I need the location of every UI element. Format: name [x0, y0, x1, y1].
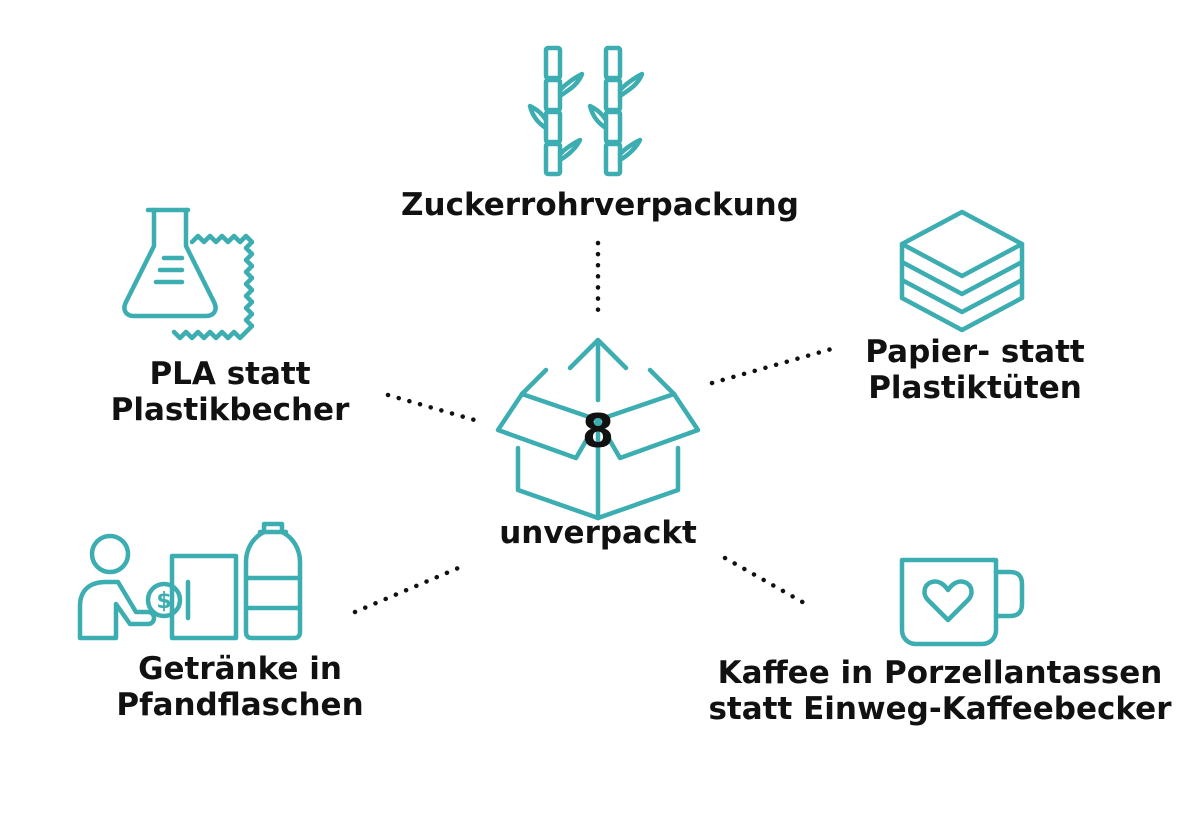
label-getraenke: Getränke in Pfandflaschen: [116, 651, 364, 723]
connector-top-right: [709, 345, 838, 386]
connector-bottom-right: [722, 555, 809, 607]
center-label: unverpackt: [499, 515, 697, 551]
heart-mug-icon: [898, 556, 1026, 647]
flask-icon: [120, 206, 262, 341]
center-number: 8: [581, 404, 614, 458]
label-zuckerrohr: Zuckerrohrverpackung: [401, 187, 799, 223]
paper-stack-icon: [896, 208, 1028, 333]
connector-top-left: [385, 392, 481, 424]
bamboo-icon: [527, 44, 646, 177]
label-papier: Papier- statt Plastiktüten: [865, 334, 1085, 406]
label-kaffee: Kaffee in Porzellantassen statt Einweg-K…: [708, 655, 1172, 727]
label-pla: PLA statt Plastikbecher: [110, 356, 350, 428]
box-icon: [492, 330, 704, 521]
bottle-deposit-icon: $: [76, 520, 304, 642]
connector-bottom-left: [352, 563, 466, 615]
svg-text:$: $: [156, 589, 171, 614]
